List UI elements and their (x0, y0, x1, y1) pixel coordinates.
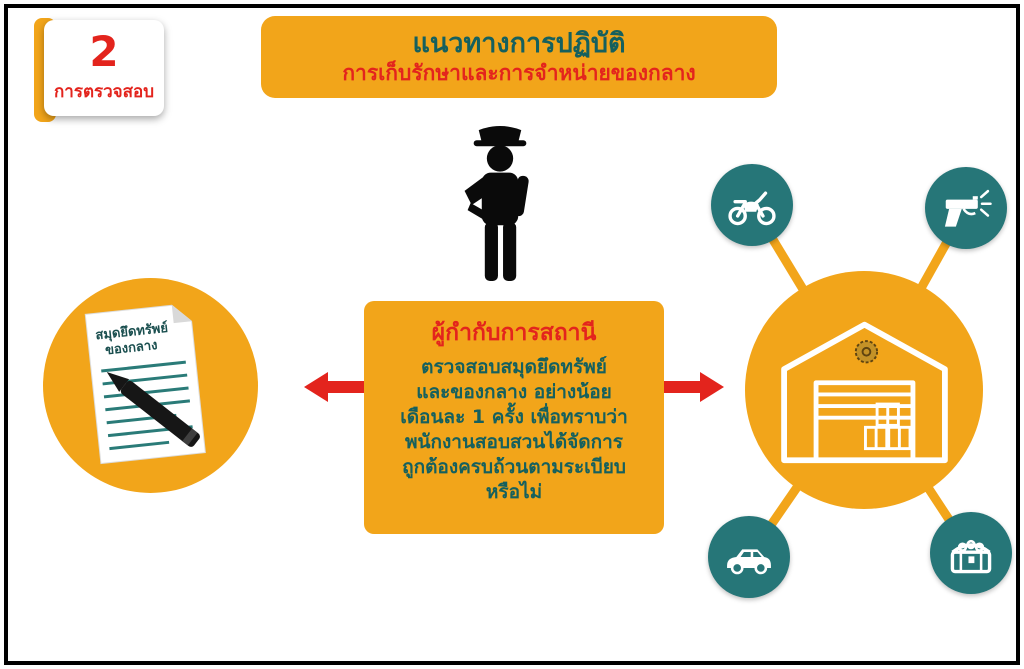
gun-circle (925, 167, 1007, 249)
motorcycle-icon (728, 191, 776, 226)
document-label-line1: สมุดยึดทรัพย์ (95, 320, 169, 344)
header-subtitle: การเก็บรักษาและการจำหน่ายของกลาง (342, 60, 696, 85)
seizure-book-icon: สมุดยึดทรัพย์ ของกลาง (84, 304, 206, 465)
instruction-line: เดือนละ 1 ครั้ง เพื่อทราบว่า (400, 406, 628, 429)
document-label-line2: ของกลาง (104, 338, 158, 358)
left-arrow-icon (304, 372, 364, 402)
treasure-chest-icon (950, 539, 992, 574)
step-number: 2 (89, 27, 119, 76)
evidence-warehouse-circle (745, 271, 983, 509)
motorcycle-circle (711, 164, 793, 246)
instruction-line: ถูกต้องครบถ้วนตามระเบียบ (402, 456, 626, 479)
right-arrow-icon (664, 372, 724, 402)
pencil-icon (106, 371, 200, 447)
treasure-chest-circle (930, 512, 1012, 594)
instruction-title: ผู้กำกับการสถานี (431, 320, 597, 346)
car-circle (708, 516, 790, 598)
slide-header: แนวทางการปฏิบัติ การเก็บรักษาและการจำหน่… (261, 16, 777, 98)
pistol-icon (944, 189, 992, 227)
evidence-warehouse-icon (780, 321, 948, 463)
seal-emblem-icon (854, 339, 878, 363)
header-title: แนวทางการปฏิบัติ (412, 28, 626, 60)
boxes-icon (863, 402, 911, 450)
instruction-line: ตรวจสอบสมุดยึดทรัพย์ (421, 356, 607, 378)
instruction-line: และของกลาง อย่างน้อย (416, 381, 612, 404)
car-icon (727, 549, 771, 575)
slide: 2 การตรวจสอบ แนวทางการปฏิบัติ การเก็บรัก… (4, 4, 1020, 665)
instruction-line: พนักงานสอบสวนได้จัดการ (404, 431, 624, 454)
instruction-line: หรือไม่ (485, 481, 543, 504)
step-badge: 2 การตรวจสอบ (44, 20, 164, 116)
folded-corner (171, 305, 192, 324)
police-officer-icon (464, 126, 529, 281)
seizure-book-circle: สมุดยึดทรัพย์ ของกลาง (43, 278, 258, 493)
instruction-box: ผู้กำกับการสถานี ตรวจสอบสมุดยึดทรัพย์ แล… (364, 301, 664, 534)
step-label: การตรวจสอบ (53, 82, 155, 102)
